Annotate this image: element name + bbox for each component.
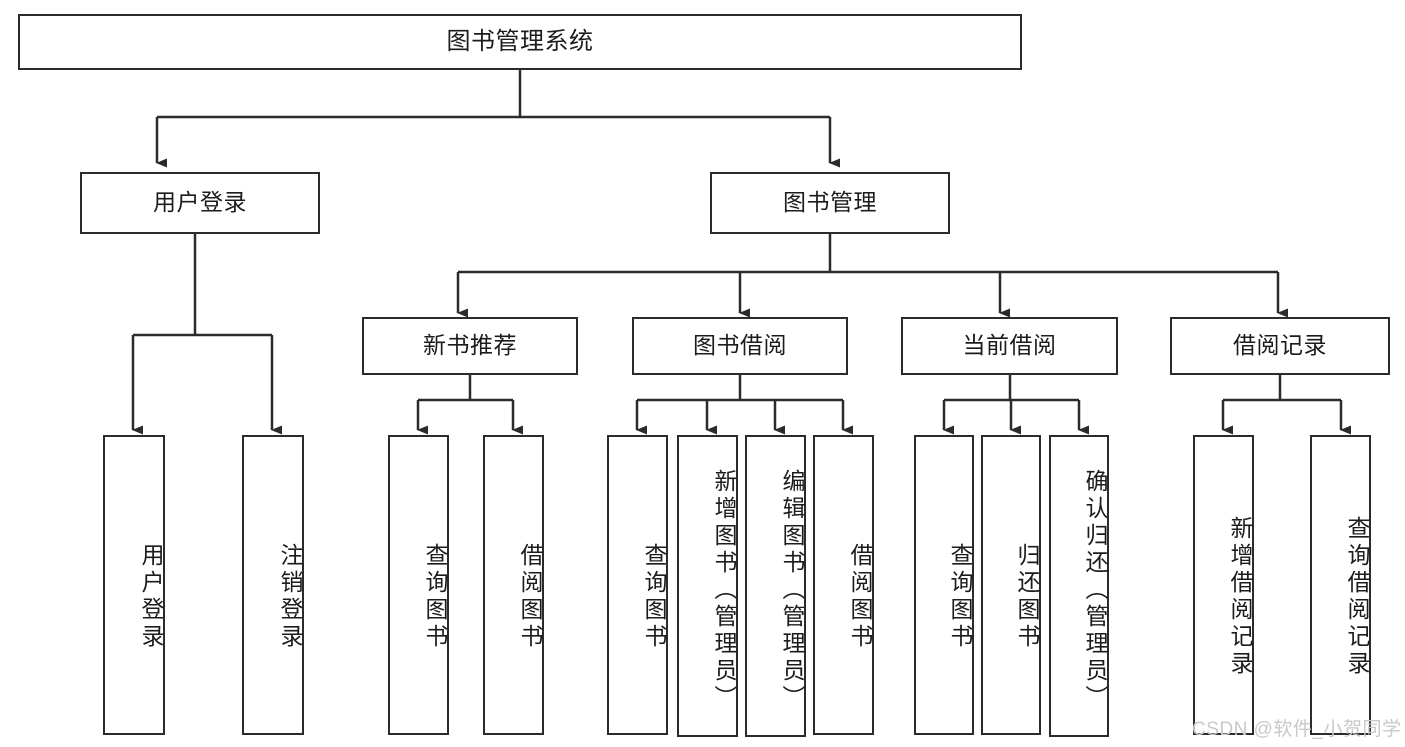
node-leaf-add-borrow-record[interactable]: 新增借阅记录 — [1193, 435, 1254, 735]
node-leaf-add-book-admin[interactable]: 新增图书（管理员） — [677, 435, 738, 737]
node-leaf-confirm-return-admin[interactable]: 确认归还（管理员） — [1049, 435, 1109, 737]
csdn-watermark: CSDN @软件_小贺同学 — [1192, 719, 1402, 740]
node-label: 借阅记录 — [1233, 332, 1327, 359]
node-label: 当前借阅 — [962, 332, 1057, 359]
node-leaf-query-borrow-record[interactable]: 查询借阅记录 — [1310, 435, 1371, 735]
node-label: 归还图书 — [1014, 543, 1040, 651]
node-root-book-management-system[interactable]: 图书管理系统 — [18, 14, 1022, 70]
node-label: 借阅图书 — [847, 543, 873, 651]
node-leaf-user-logout[interactable]: 注销登录 — [242, 435, 304, 735]
node-label: 注销登录 — [277, 543, 303, 651]
node-leaf-query-book-borrow[interactable]: 查询图书 — [607, 435, 668, 735]
node-leaf-query-book-recommend[interactable]: 查询图书 — [388, 435, 449, 735]
node-label: 用户登录 — [138, 543, 164, 651]
node-book-management[interactable]: 图书管理 — [710, 172, 950, 234]
node-borrow-record[interactable]: 借阅记录 — [1170, 317, 1390, 375]
node-label: 用户登录 — [153, 189, 247, 216]
node-leaf-borrow-book-recommend[interactable]: 借阅图书 — [483, 435, 544, 735]
node-label: 查询图书 — [641, 543, 667, 651]
node-label: 图书借阅 — [693, 332, 787, 359]
node-new-book-recommend[interactable]: 新书推荐 — [362, 317, 578, 375]
node-label: 借阅图书 — [517, 543, 543, 651]
node-book-borrow[interactable]: 图书借阅 — [632, 317, 848, 375]
node-label: 查询借阅记录 — [1344, 516, 1370, 678]
node-label: 新增图书（管理员） — [711, 468, 737, 712]
node-label: 新增借阅记录 — [1227, 516, 1253, 678]
node-label: 查询图书 — [947, 543, 973, 651]
node-label: 图书管理 — [783, 189, 877, 216]
node-leaf-query-book-current[interactable]: 查询图书 — [914, 435, 974, 735]
node-leaf-user-login[interactable]: 用户登录 — [103, 435, 165, 735]
node-user-login[interactable]: 用户登录 — [80, 172, 320, 234]
node-label: 查询图书 — [422, 543, 448, 651]
node-leaf-borrow-book-borrow[interactable]: 借阅图书 — [813, 435, 874, 735]
node-leaf-edit-book-admin[interactable]: 编辑图书（管理员） — [745, 435, 806, 737]
node-leaf-return-book[interactable]: 归还图书 — [981, 435, 1041, 735]
node-label: 编辑图书（管理员） — [779, 468, 805, 712]
node-current-borrow[interactable]: 当前借阅 — [901, 317, 1118, 375]
node-label: 确认归还（管理员） — [1082, 468, 1108, 712]
node-label: 新书推荐 — [423, 332, 517, 359]
node-label: 图书管理系统 — [446, 27, 594, 55]
